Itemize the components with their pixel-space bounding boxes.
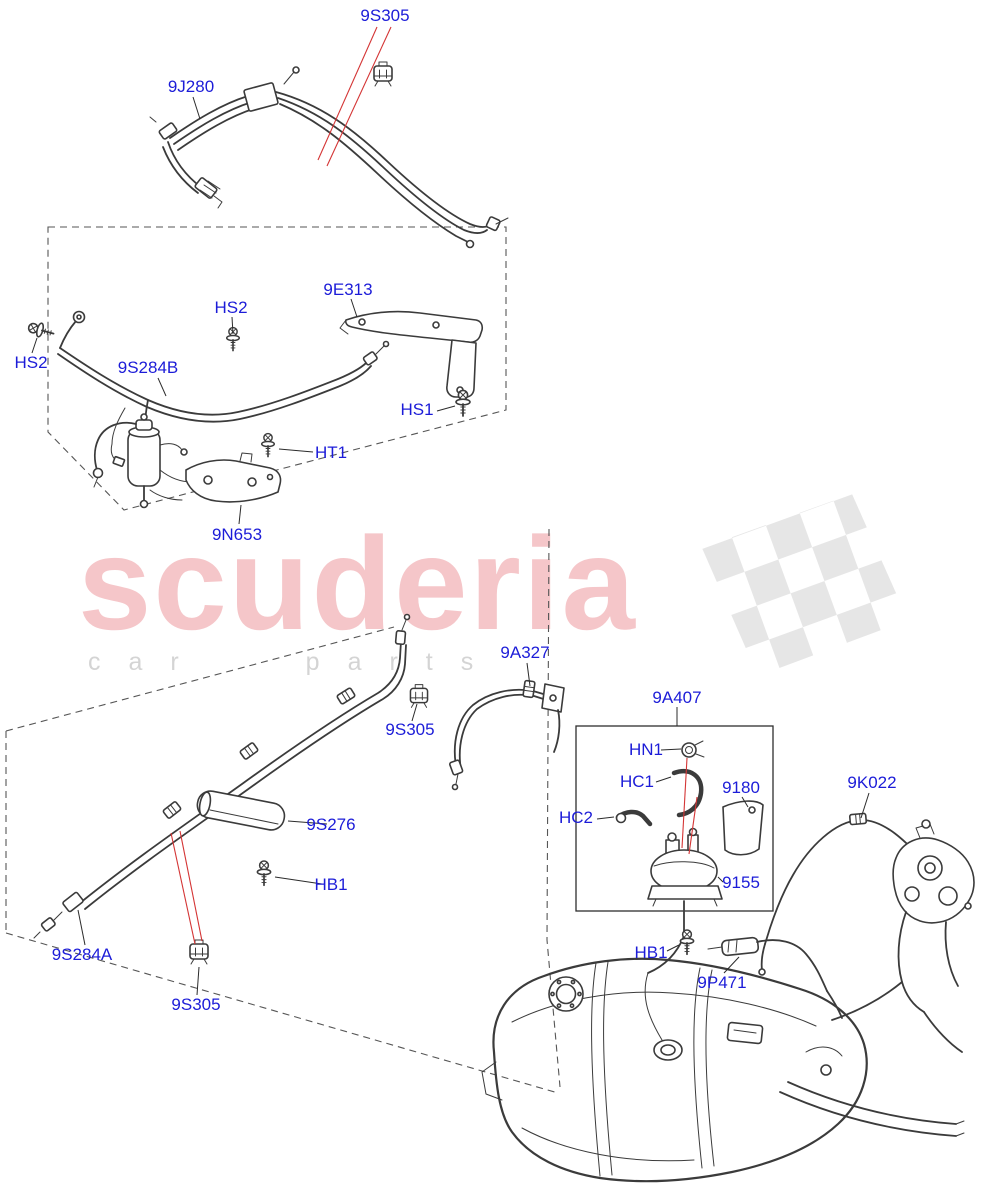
bolt-hb1-left-icon <box>256 860 272 887</box>
dashed-boundaries <box>5 226 561 1094</box>
part-label-9s276[interactable]: 9S276 <box>306 815 356 834</box>
pump-outlet-lines <box>647 900 843 1019</box>
fuel-filter-9155 <box>647 827 723 907</box>
tube-clip-icon <box>238 741 260 761</box>
retaining-clip-icon <box>409 683 429 709</box>
bolt-hs1-icon <box>455 389 471 417</box>
part-label-hc2[interactable]: HC2 <box>558 808 594 827</box>
part-label-9k022[interactable]: 9K022 <box>847 773 897 792</box>
valve-9p471 <box>707 936 760 957</box>
fuel-pump-assembly-9a407 <box>615 740 764 907</box>
part-label-9s305-bottom[interactable]: 9S305 <box>171 995 221 1014</box>
bolt-hb1-lower-icon <box>679 929 695 956</box>
part-label-9s284a[interactable]: 9S284A <box>51 945 113 964</box>
retaining-clip-icon <box>189 939 209 965</box>
part-label-ht1[interactable]: HT1 <box>314 443 348 462</box>
right-pump-assembly <box>779 819 975 1137</box>
tube-clip-icon <box>522 679 536 699</box>
hose-hc1 <box>671 769 704 818</box>
part-label-hb1-lower[interactable]: HB1 <box>634 943 668 962</box>
bracket-9n653 <box>185 452 282 503</box>
bracket-9180 <box>722 800 764 856</box>
part-label-hn1[interactable]: HN1 <box>628 740 664 759</box>
part-label-hs2-upper[interactable]: HS2 <box>214 298 248 317</box>
tube-clip-icon <box>335 686 357 706</box>
part-label-9a327[interactable]: 9A327 <box>500 643 550 662</box>
part-label-hc1[interactable]: HC1 <box>619 772 655 791</box>
part-label-9j280[interactable]: 9J280 <box>167 77 215 96</box>
highlight-leader-lines <box>170 26 698 945</box>
part-label-9180[interactable]: 9180 <box>722 778 760 797</box>
part-label-9a407[interactable]: 9A407 <box>652 688 702 707</box>
clamp-hn1-icon <box>681 742 697 758</box>
part-label-9155[interactable]: 9155 <box>722 873 760 892</box>
part-label-9e313[interactable]: 9E313 <box>323 280 373 299</box>
fuel-line-9a327 <box>409 679 565 791</box>
heat-shield-9s276 <box>196 790 286 887</box>
part-label-hb1-left[interactable]: HB1 <box>314 875 348 894</box>
tube-clip-icon <box>848 812 868 826</box>
bolt-hs2-left-icon <box>26 319 57 342</box>
bolt-ht1-icon <box>260 432 276 458</box>
part-label-9s305-top[interactable]: 9S305 <box>360 6 410 25</box>
retaining-clip-icon <box>373 61 393 87</box>
part-label-9s305-mid[interactable]: 9S305 <box>385 720 435 739</box>
part-label-9p471[interactable]: 9P471 <box>697 973 747 992</box>
fuel-line-assembly-9s284b <box>26 310 390 509</box>
checkered-flag-watermark <box>702 494 908 676</box>
fuel-tank <box>481 957 868 1183</box>
part-label-hs1[interactable]: HS1 <box>400 400 434 419</box>
callout-box-9a407 <box>575 725 774 912</box>
bracket-9e313 <box>339 310 484 417</box>
part-label-9n653[interactable]: 9N653 <box>211 525 263 544</box>
part-label-9s284b[interactable]: 9S284B <box>117 358 179 377</box>
leader-lines <box>31 96 870 996</box>
tube-clip-icon <box>161 800 183 820</box>
fuel-line-assembly-9j280 <box>149 61 509 249</box>
fuel-line-assembly-9s284a <box>33 613 411 965</box>
part-label-hs2-left[interactable]: HS2 <box>14 353 48 372</box>
